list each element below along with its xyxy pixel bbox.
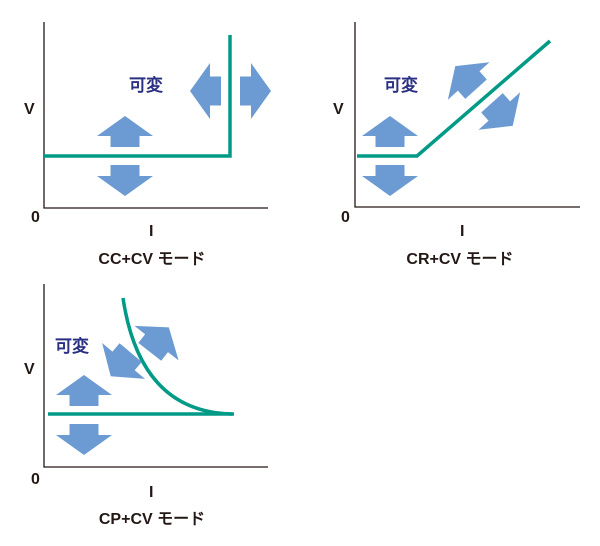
arrow-down-right-icon <box>471 84 534 145</box>
y-axis-label: V <box>333 101 344 118</box>
mode-caption: CP+CV モード <box>99 511 205 528</box>
arrow-down-icon <box>97 165 153 196</box>
origin-label: 0 <box>31 471 40 488</box>
origin-label: 0 <box>31 209 40 226</box>
arrow-down-icon <box>56 424 112 455</box>
variable-label: 可変 <box>55 336 89 357</box>
arrow-left-icon <box>190 63 221 119</box>
y-axis-label: V <box>24 101 35 118</box>
panel-cc-cv: 可変 V 0 I CC+CV モード <box>24 22 271 268</box>
arrow-up-icon <box>97 116 153 147</box>
origin-label: 0 <box>341 209 350 226</box>
axes <box>43 22 268 209</box>
panel-cp-cv: 可変 V 0 I CP+CV モード <box>24 284 268 528</box>
cr-cv-characteristic-line <box>357 39 552 158</box>
arrow-up-icon <box>56 375 112 406</box>
x-axis-label: I <box>149 484 153 501</box>
panel-cr-cv: 可変 V 0 I CR+CV モード <box>333 22 580 268</box>
arrow-up-icon <box>362 116 418 147</box>
x-axis-label: I <box>149 223 153 240</box>
variable-label: 可変 <box>129 75 163 96</box>
axes <box>43 284 268 468</box>
variable-label: 可変 <box>384 75 418 96</box>
cc-cv-characteristic-line <box>44 35 232 158</box>
arrow-down-icon <box>362 165 418 196</box>
x-axis-label: I <box>460 223 464 240</box>
arrow-right-icon <box>240 63 271 119</box>
cp-curve <box>121 297 233 416</box>
axes <box>354 22 580 208</box>
arrow-up-left-icon <box>434 47 497 108</box>
mode-caption: CC+CV モード <box>98 251 205 268</box>
mode-caption: CR+CV モード <box>406 251 513 268</box>
y-axis-label: V <box>24 361 35 378</box>
